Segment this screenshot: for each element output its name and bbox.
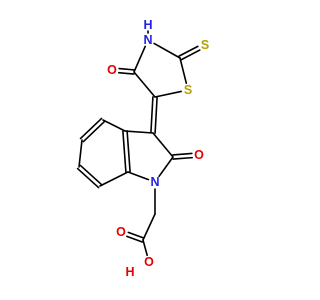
bond-c6-c5b	[78, 139, 83, 168]
bond-c2i-o2i	[172, 152, 193, 156]
bond-ca-oh	[142, 239, 148, 257]
atom-s1-label: S	[184, 83, 192, 97]
bond-ca-oc	[127, 231, 145, 239]
bond-c4-n3	[133, 45, 146, 73]
bond-c4b-c3a	[102, 119, 126, 132]
bond-c5-c3	[150, 96, 154, 134]
bond-c5b-c4b	[82, 120, 106, 143]
bond-c5b-c4b	[79, 117, 103, 140]
bond-c7-c6	[76, 167, 100, 189]
bond-c7a-c3a	[126, 130, 131, 173]
bond-c3-c2i	[152, 132, 174, 158]
bond-c2-s2	[178, 45, 199, 57]
bond-c2i-o2i	[172, 156, 193, 160]
bond-n3-c2	[153, 42, 181, 59]
atom-n1-label: N	[150, 175, 159, 189]
bond-c5-c3	[154, 96, 158, 134]
bond-ch2-ca	[142, 213, 156, 241]
bond-s1-c5	[154, 90, 182, 98]
bond-c7-c6	[79, 164, 103, 186]
atom-oc-label: O	[116, 225, 126, 239]
bond-c5-c4	[133, 71, 156, 98]
atom-h3-label: H	[143, 18, 152, 32]
atom-hh-label: H	[125, 265, 134, 279]
bond-c2-s2	[180, 49, 201, 61]
bond-c4-o4	[118, 67, 135, 71]
bond-c2i-n1	[158, 156, 174, 178]
bond-c3a-c3	[124, 130, 154, 134]
bond-c7a-c3a	[122, 130, 127, 173]
atom-n3-label: N	[143, 33, 152, 47]
bond-c7a-c7	[99, 171, 129, 187]
atom-oh-label: O	[144, 255, 154, 269]
atom-o4-label: O	[107, 63, 117, 77]
bond-lines	[76, 30, 201, 257]
atom-s2-label: S	[201, 38, 209, 52]
bond-n1-c7a	[127, 171, 150, 181]
atom-o2i-label: O	[194, 148, 204, 162]
bond-ca-oc	[126, 235, 144, 243]
bond-c4-o4	[117, 71, 135, 75]
bond-c2-s1	[179, 57, 188, 85]
